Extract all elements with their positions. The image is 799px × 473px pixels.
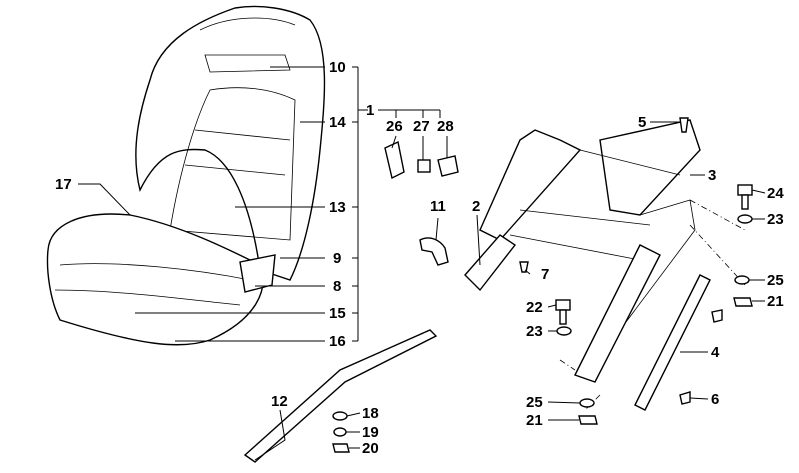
- callout-3: 3: [708, 167, 716, 184]
- seat-frame: [243, 119, 746, 463]
- callout-labels: 10 14 13 9 8 15 16 17 1 26 27 28 11 2 5 …: [55, 59, 784, 457]
- callout-17: 17: [55, 176, 72, 193]
- callout-5: 5: [638, 114, 646, 131]
- callout-23: 23: [767, 211, 784, 228]
- callout-9: 9: [333, 250, 341, 267]
- callout-24: 24: [767, 185, 784, 202]
- hardware: [332, 117, 753, 453]
- callout-26: 26: [386, 118, 403, 135]
- callout-6: 6: [711, 391, 719, 408]
- small-parts: [384, 135, 459, 266]
- callout-27: 27: [413, 118, 430, 135]
- callout-10: 10: [329, 59, 346, 76]
- callout-25-lower: 25: [526, 394, 543, 411]
- callout-7: 7: [541, 266, 549, 283]
- callout-22: 22: [526, 299, 543, 316]
- callout-1: 1: [366, 102, 374, 119]
- callout-23-lower: 23: [526, 323, 543, 340]
- callout-18: 18: [362, 405, 379, 422]
- callout-25: 25: [767, 272, 784, 289]
- callout-16: 16: [329, 333, 346, 350]
- callout-12: 12: [271, 393, 288, 410]
- callout-2: 2: [472, 198, 480, 215]
- leader-lines: [254, 121, 766, 461]
- seat-illustration: [46, 5, 326, 346]
- callout-21-lower: 21: [526, 412, 543, 429]
- callout-15: 15: [329, 305, 346, 322]
- callout-8: 8: [333, 278, 341, 295]
- callout-4: 4: [711, 344, 720, 361]
- callout-bracket: [78, 66, 441, 342]
- callout-13: 13: [329, 199, 346, 216]
- callout-20: 20: [362, 440, 379, 457]
- callout-19: 19: [362, 424, 379, 441]
- callout-11: 11: [430, 198, 446, 215]
- callout-14: 14: [329, 114, 346, 131]
- callout-21: 21: [767, 293, 784, 310]
- callout-28: 28: [437, 118, 454, 135]
